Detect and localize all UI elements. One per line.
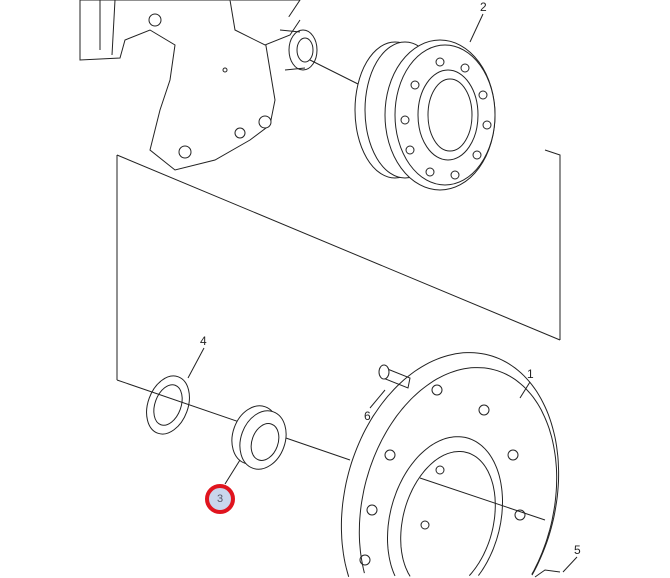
disc-inner-rim xyxy=(358,367,558,575)
bolt-part-6 xyxy=(378,364,411,389)
callout-label-6[interactable]: 6 xyxy=(364,409,371,423)
steering-knuckle xyxy=(79,0,318,171)
washer-part-4 xyxy=(146,375,190,435)
wheel-hub-part-2 xyxy=(354,39,496,191)
stud-part-5 xyxy=(534,569,561,578)
disc-outer-rim xyxy=(340,352,560,577)
callout-label-5[interactable]: 5 xyxy=(574,543,581,557)
callout-label-3-highlighted[interactable]: 3 xyxy=(205,484,235,514)
disc-bore-inner xyxy=(400,451,496,577)
disc-bore-outer xyxy=(387,436,503,577)
callout-label-1[interactable]: 1 xyxy=(527,367,534,381)
brake-disc-part-1 xyxy=(340,352,560,577)
callout-label-2[interactable]: 2 xyxy=(480,0,487,14)
hub-nut-part-3 xyxy=(231,405,287,470)
callout-label-4[interactable]: 4 xyxy=(200,334,207,348)
leader-lines xyxy=(187,13,578,573)
